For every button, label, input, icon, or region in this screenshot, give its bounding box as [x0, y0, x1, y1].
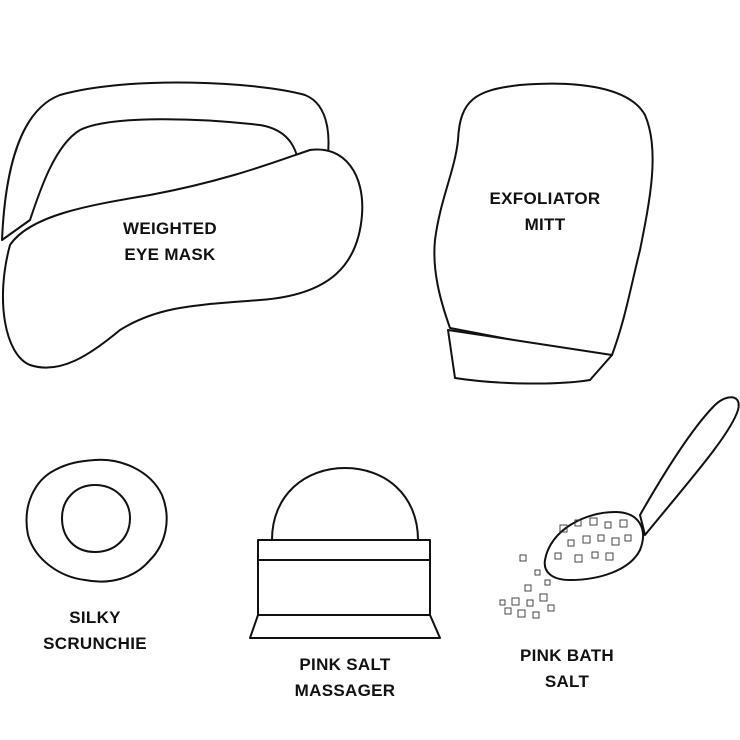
exfoliator-mitt-icon	[433, 82, 654, 385]
bath-salt-icon	[499, 517, 632, 619]
bath-salt-label: PINK BATH SALT	[497, 643, 637, 695]
label-line: SILKY	[69, 608, 121, 627]
label-line: SALT	[544, 672, 590, 691]
label-line: PINK BATH	[520, 646, 614, 665]
scrunchie-label: SILKY SCRUNCHIE	[25, 605, 165, 657]
label-line: MITT	[524, 215, 566, 234]
eye-mask-icon	[1, 81, 364, 369]
eye-mask-label: WEIGHTED EYE MASK	[100, 216, 240, 268]
label-line: MASSAGER	[294, 681, 396, 700]
label-line: PINK SALT	[299, 655, 391, 674]
label-line: WEIGHTED	[122, 219, 217, 238]
label-line: EYE MASK	[124, 245, 216, 264]
scrunchie-icon	[25, 458, 168, 583]
spoon-icon	[543, 396, 740, 581]
label-line: EXFOLIATOR	[489, 189, 601, 208]
label-line: SCRUNCHIE	[43, 634, 147, 653]
salt-massager-icon	[249, 467, 441, 639]
salt-massager-label: PINK SALT MASSAGER	[275, 652, 415, 704]
exfoliator-mitt-label: EXFOLIATOR MITT	[470, 186, 620, 238]
